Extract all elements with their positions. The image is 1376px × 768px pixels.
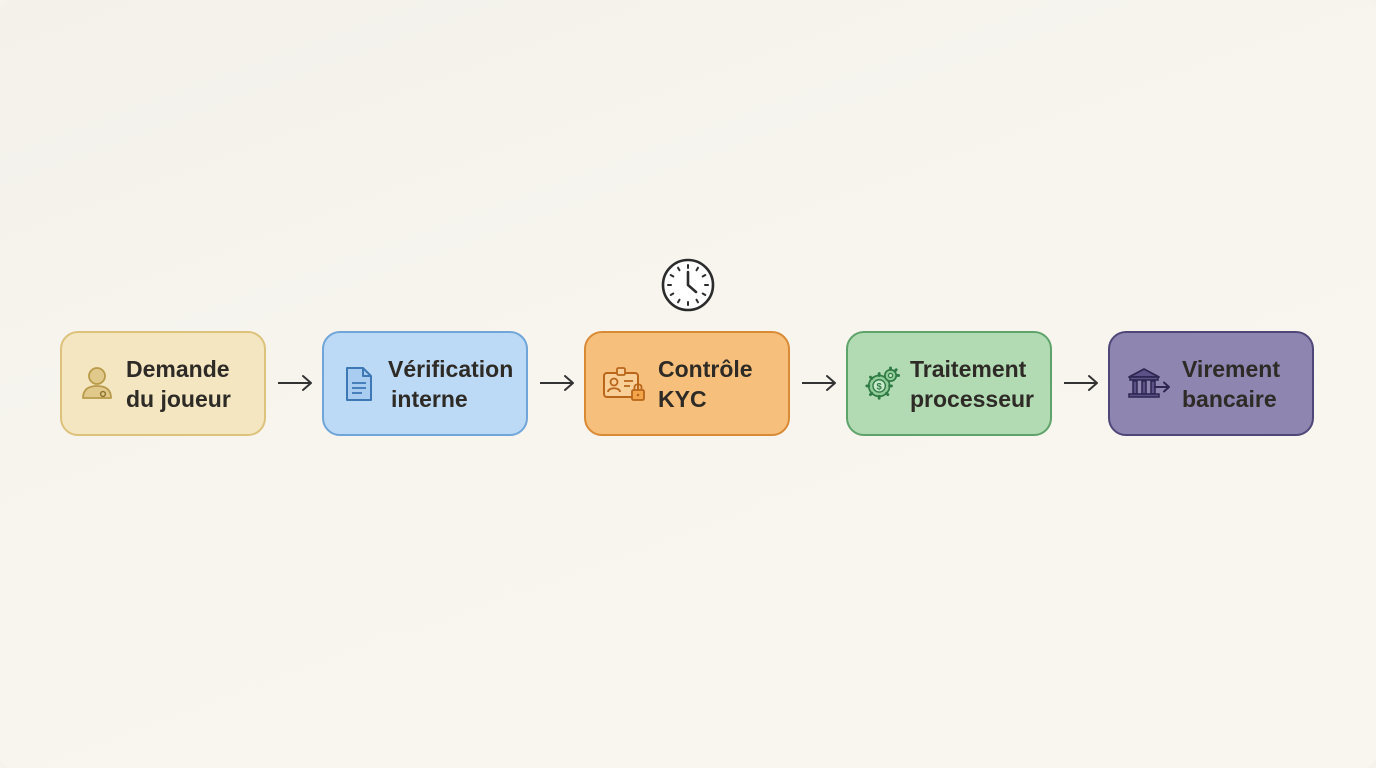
step-label-line1: Vérification	[388, 355, 514, 382]
step-label-line2: interne	[391, 385, 468, 412]
step-label-line1: Virement	[1182, 355, 1281, 382]
bank-transfer-icon	[1126, 365, 1172, 403]
step-bank-transfer: Virement bancaire	[1108, 331, 1314, 436]
arrow-right-icon	[802, 375, 836, 391]
document-icon	[340, 365, 378, 403]
step-label-line2: KYC	[658, 385, 707, 412]
step-processor-handling: $ Traitement processeur	[846, 331, 1052, 436]
arrow-right-icon	[278, 375, 312, 391]
step-label-line2: du joueur	[126, 385, 231, 412]
step-label-line1: Contrôle	[658, 355, 753, 382]
gear-dollar-icon: $	[864, 365, 900, 403]
step-player-request: Demande du joueur	[60, 331, 266, 436]
arrow-right-icon	[1064, 375, 1098, 391]
step-label-line1: Traitement	[910, 355, 1027, 382]
arrow-right-icon	[540, 375, 574, 391]
step-internal-verification: Vérification interne	[322, 331, 528, 436]
step-label-line2: bancaire	[1182, 385, 1277, 412]
id-card-lock-icon	[602, 365, 648, 403]
step-label-line1: Demande	[126, 355, 230, 382]
step-kyc-check: Contrôle KYC	[584, 331, 790, 436]
svg-text:$: $	[877, 381, 883, 392]
clock-icon	[661, 258, 715, 312]
user-icon	[78, 365, 116, 403]
step-label-line2: processeur	[910, 385, 1035, 412]
